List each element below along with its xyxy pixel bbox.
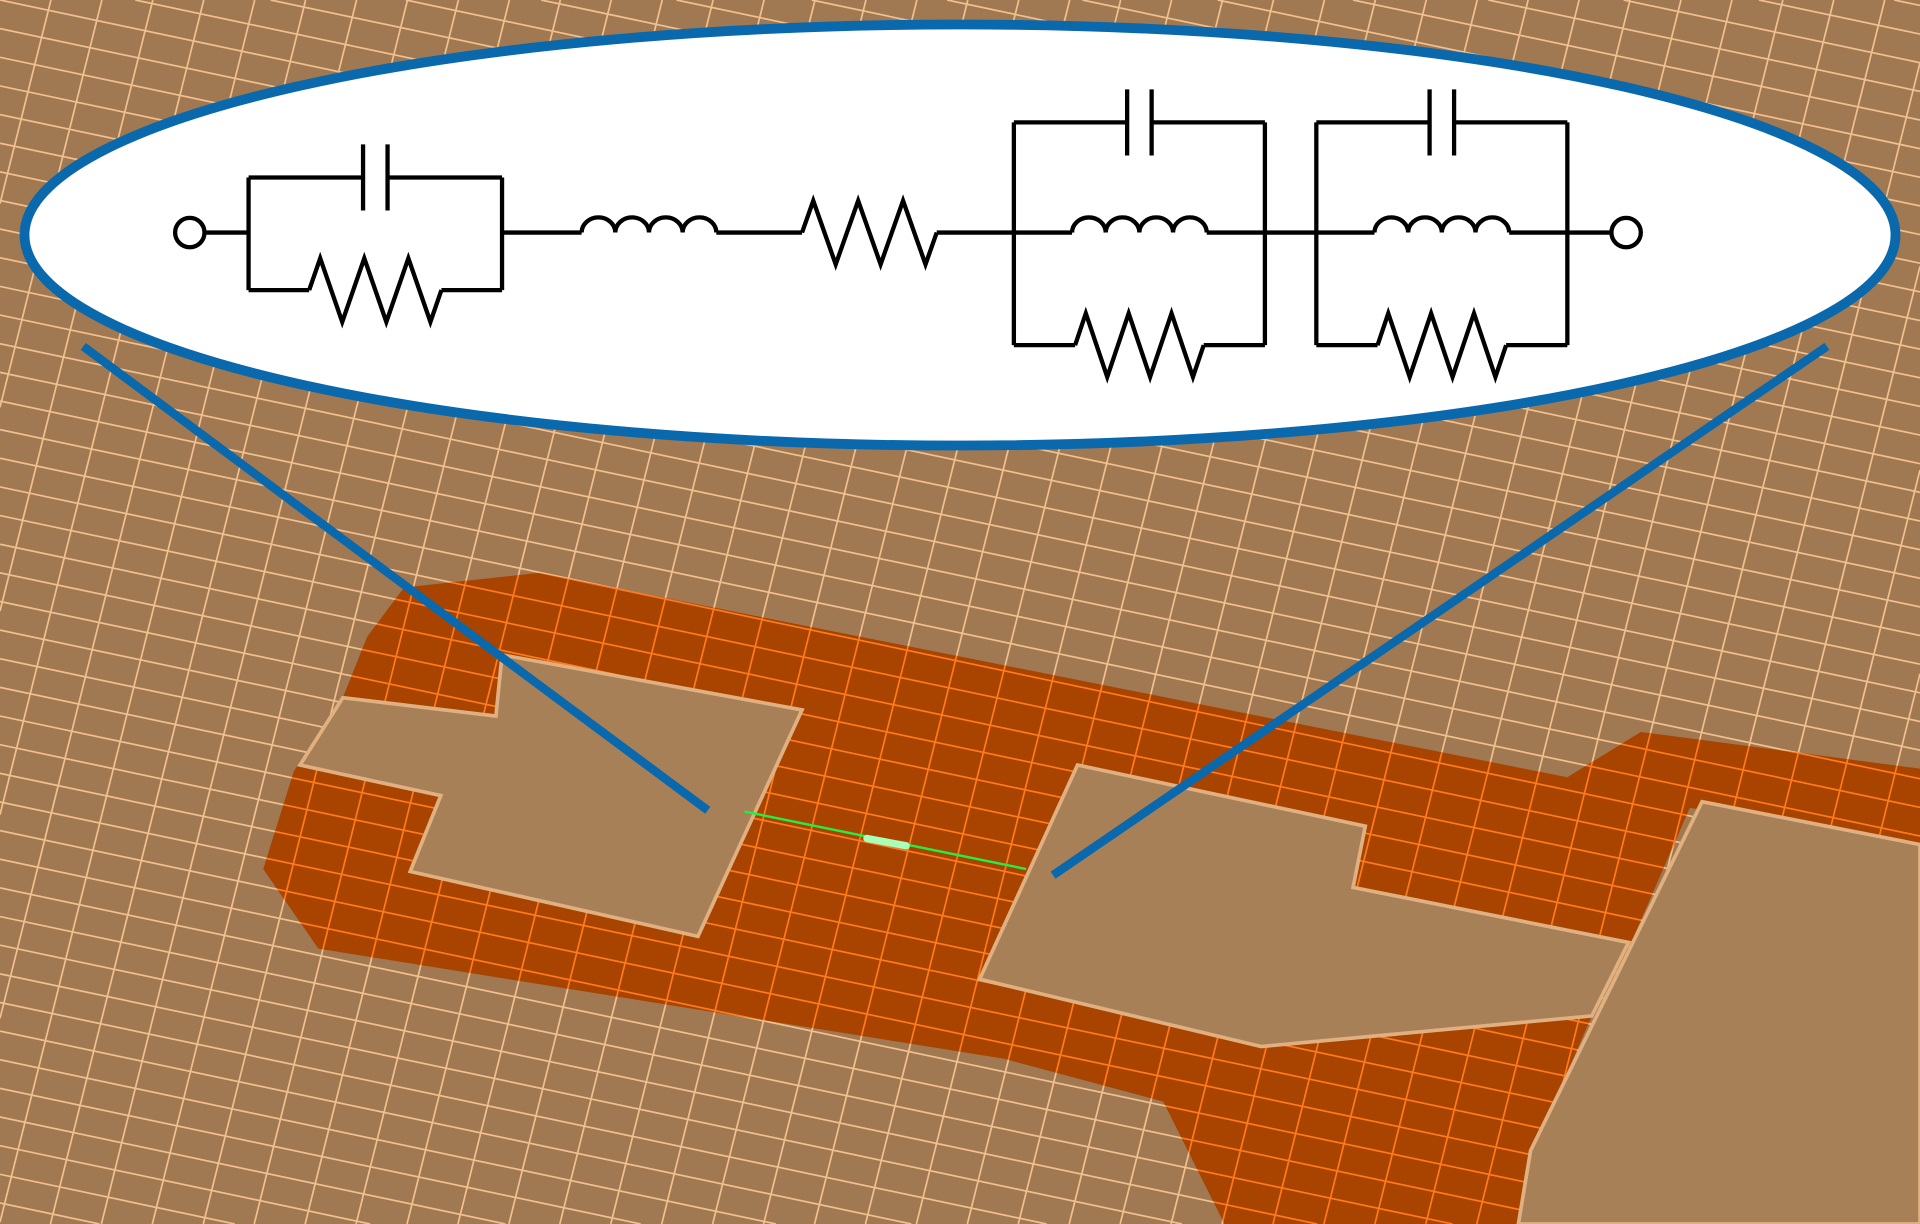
mesh-line — [263, 572, 1920, 895]
inductor-icon — [1069, 215, 1209, 233]
mesh-line — [0, 342, 1920, 751]
resistor-icon — [800, 194, 939, 271]
mesh-line — [0, 1030, 912, 1224]
mesh-line — [1758, 0, 1920, 35]
resistor-icon — [1073, 306, 1206, 384]
resistor-icon — [307, 251, 444, 329]
mesh-line — [1488, 0, 1920, 93]
resistor-icon — [1375, 306, 1509, 384]
mesh-line — [1894, 0, 1920, 7]
terminal-icon — [1609, 215, 1643, 250]
probe-marker — [863, 834, 910, 850]
mesh-line — [0, 1173, 235, 1224]
mesh-line — [0, 1087, 641, 1224]
contact-pad — [1516, 799, 1920, 1224]
terminal-icon — [172, 215, 207, 250]
mesh-line — [0, 1202, 100, 1224]
mesh-line — [0, 0, 52, 204]
pads — [297, 652, 1920, 1224]
mesh-line — [0, 400, 1920, 809]
mesh-line — [0, 1001, 1047, 1224]
mesh-line — [0, 1058, 777, 1224]
mesh-line — [0, 944, 1318, 1224]
equivalent-circuit-schematic — [172, 89, 1643, 384]
inductor-icon — [1372, 215, 1512, 233]
mesh-line — [263, 572, 1920, 866]
inductor-icon — [579, 215, 719, 233]
mesh-line — [1352, 0, 1920, 121]
mesh-line — [0, 371, 1920, 780]
contact-pad — [297, 652, 805, 939]
mesh-line — [1623, 0, 1920, 64]
callout-line-left — [80, 342, 711, 814]
contact-pad — [976, 762, 1632, 1049]
mesh-line — [0, 1116, 506, 1224]
callout-line-right — [1050, 342, 1830, 879]
